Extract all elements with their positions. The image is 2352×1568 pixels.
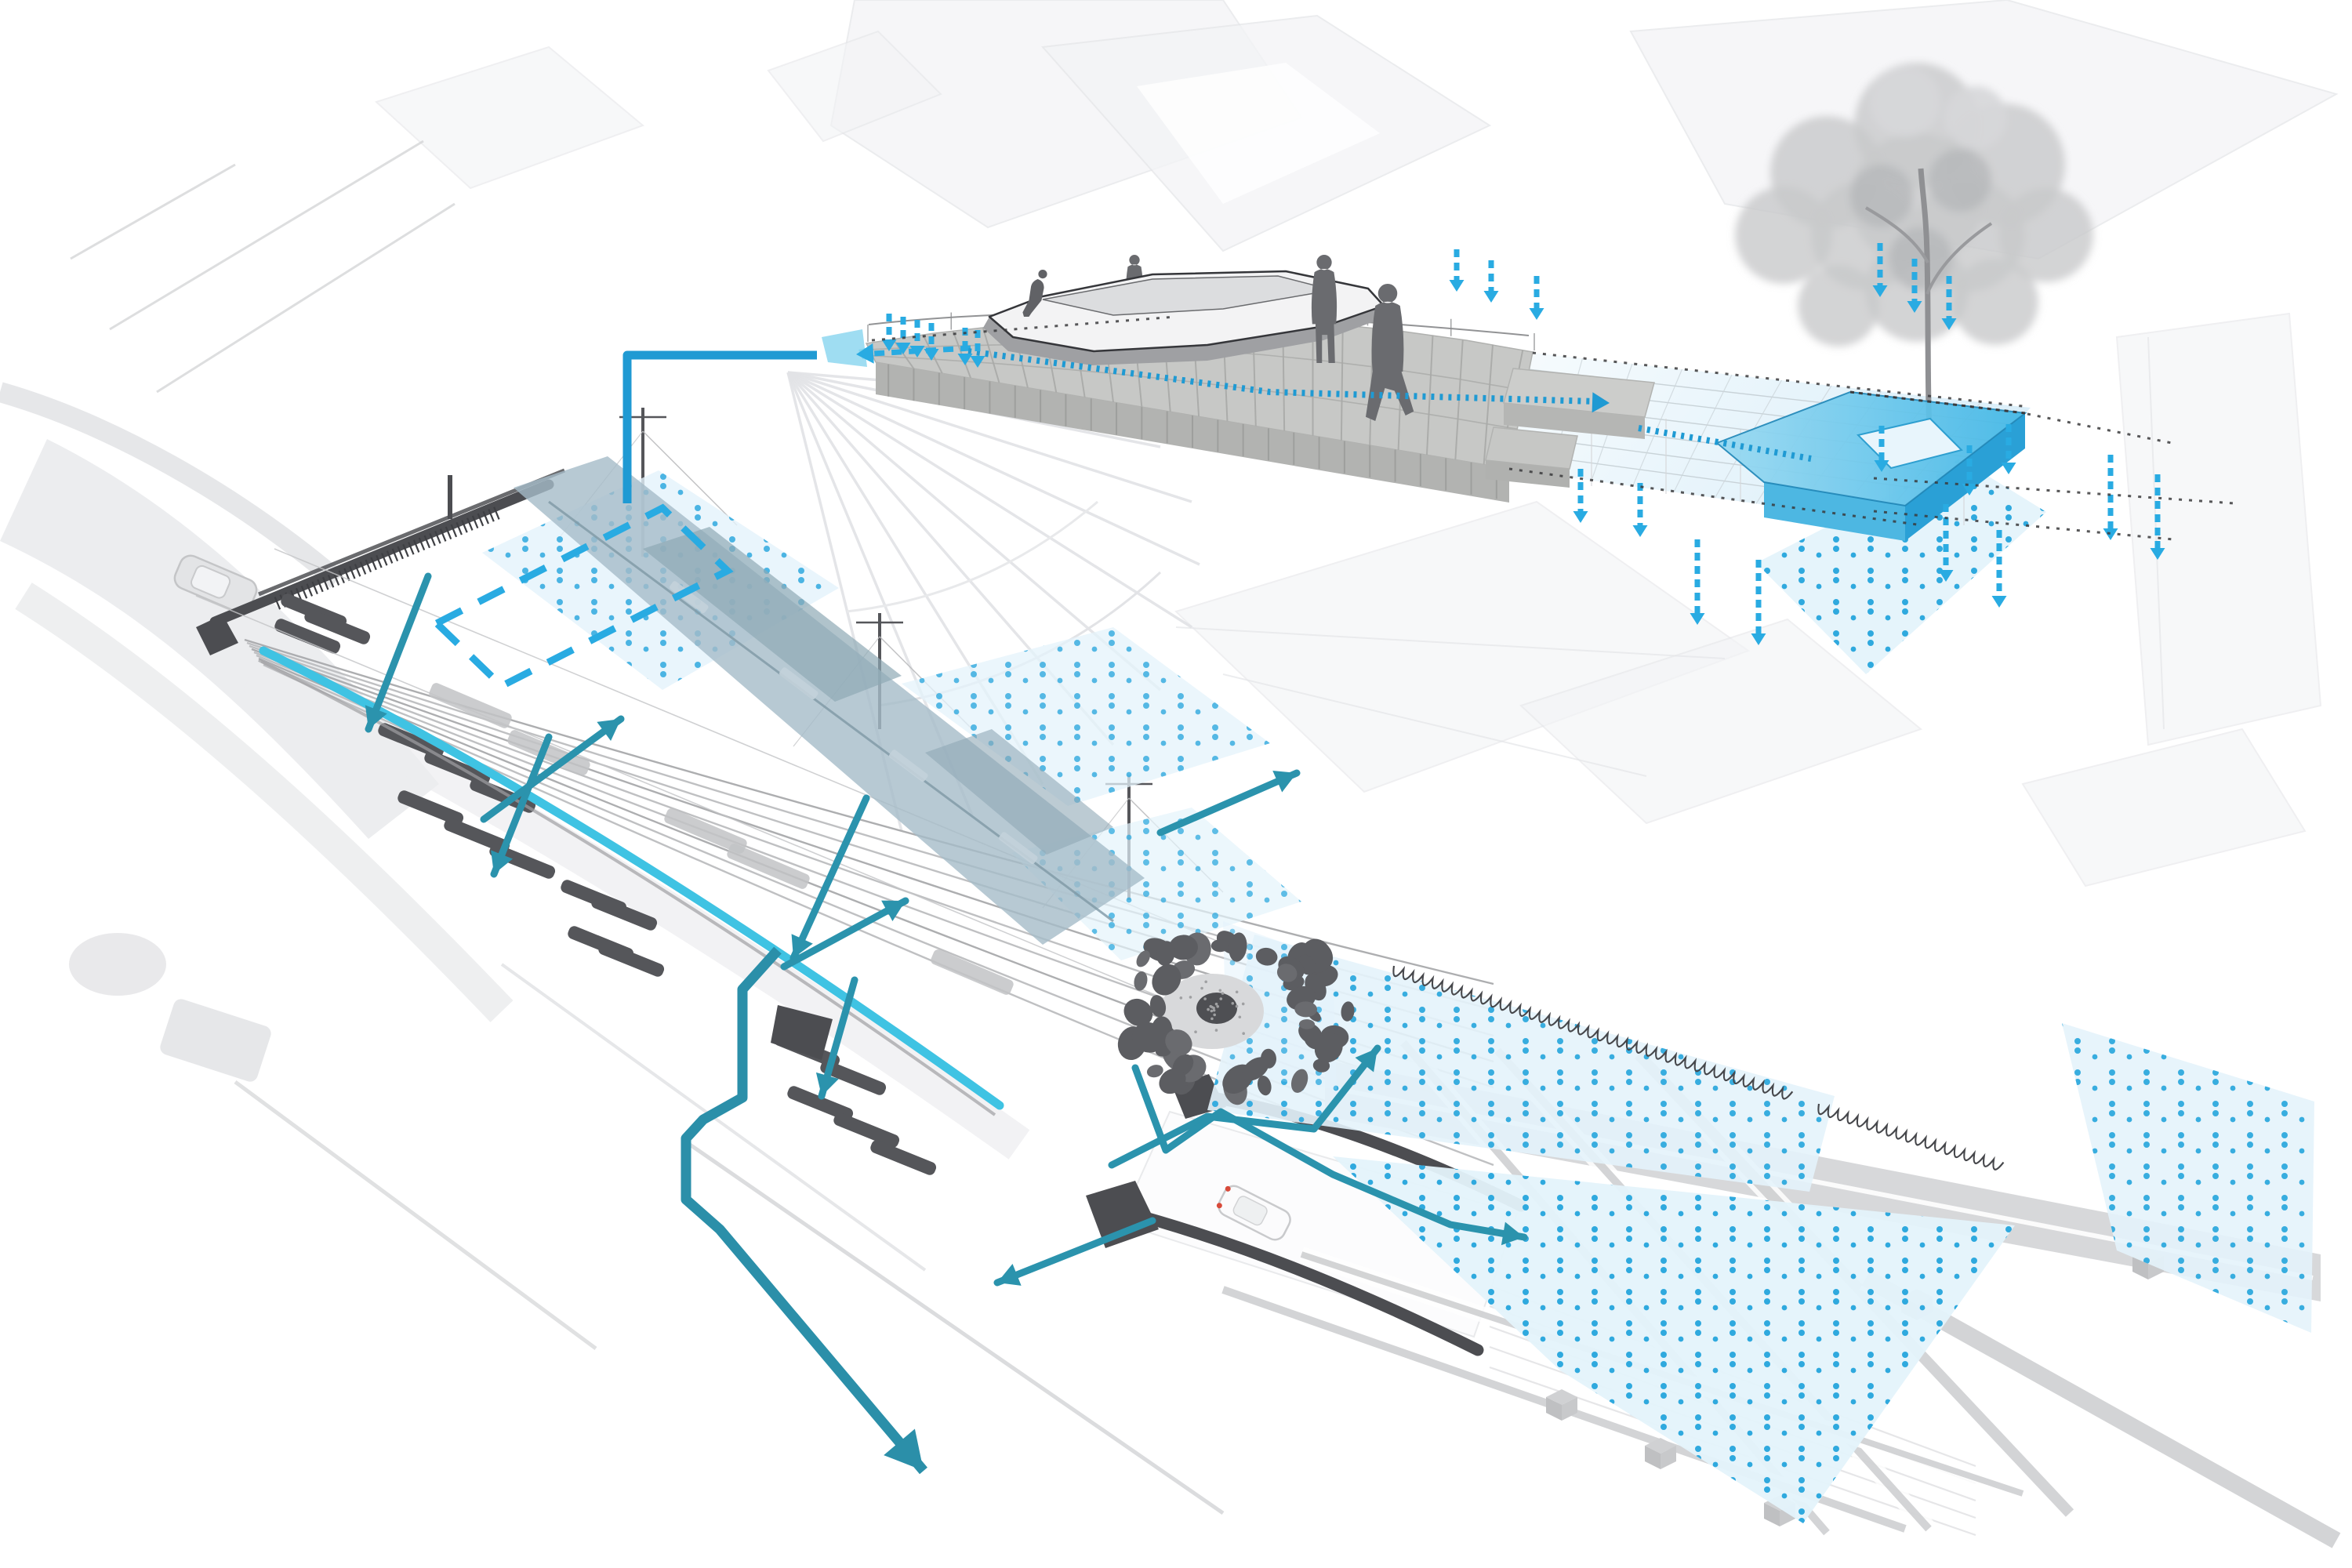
taillight — [1216, 1203, 1222, 1209]
infall-arrow-1 — [365, 572, 432, 733]
to-field-arrow — [1131, 1064, 1528, 1246]
platform-canopy-strip — [514, 456, 1145, 945]
infall-arrow-3 — [789, 794, 870, 962]
infall-arrow-2 — [490, 733, 553, 878]
rock-garden — [1117, 931, 1355, 1105]
infiltration-east-of-pool — [2103, 455, 2165, 560]
person-sitting-on-bench — [1022, 270, 1047, 317]
upflow-arrow-1 — [480, 715, 625, 823]
infiltration-field-east — [2062, 1023, 2314, 1333]
car-under-bridge — [1216, 1185, 1291, 1241]
person-walking-on-deck — [1366, 284, 1414, 421]
dashed-outline-box — [430, 503, 734, 691]
rain-onto-deck-edge — [881, 314, 985, 368]
person-standing-on-deck — [1311, 255, 1338, 363]
collection-channel — [258, 646, 1004, 1116]
underground-structures — [69, 933, 1225, 1515]
retention-pool — [1715, 390, 2027, 541]
flow-tick-lines — [967, 348, 1812, 462]
blue-drain-pipe — [622, 343, 971, 503]
tree — [1735, 63, 2093, 452]
infiltration-under-plane — [1573, 469, 1766, 645]
coil-drains — [1392, 965, 2005, 1171]
taillight — [1225, 1185, 1231, 1192]
platform-wash-mid — [902, 627, 1270, 806]
flow-arrows — [365, 572, 1528, 1287]
outfall-exit-arrow — [681, 946, 927, 1475]
car-on-street — [173, 554, 258, 614]
infiltration-field-southeast — [1333, 1156, 2015, 1523]
tree-canopy — [1735, 63, 2093, 347]
deck-flow-line — [967, 348, 1610, 413]
upflow-arrow-2 — [780, 897, 909, 971]
rain-onto-pool — [1872, 243, 1957, 330]
pool-flow-line — [1638, 425, 1812, 462]
dotted-guide-lines — [871, 315, 2235, 541]
channel-arrow-left — [993, 1217, 1156, 1287]
infall-arrow-4 — [815, 976, 858, 1100]
sculptural-bench — [983, 270, 1385, 365]
rain-onto-deck-mid — [1449, 249, 1544, 320]
building-massing — [70, 0, 2339, 887]
infiltration-dashed-arrows — [881, 243, 2165, 645]
people-silhouettes — [983, 255, 1414, 421]
infiltration-band-east-of-rocks — [1207, 935, 1835, 1192]
soakaway-below-pool — [1756, 459, 2046, 674]
upflow-arrow-3 — [1156, 769, 1301, 837]
infiltration-at-pool — [1874, 424, 2016, 608]
